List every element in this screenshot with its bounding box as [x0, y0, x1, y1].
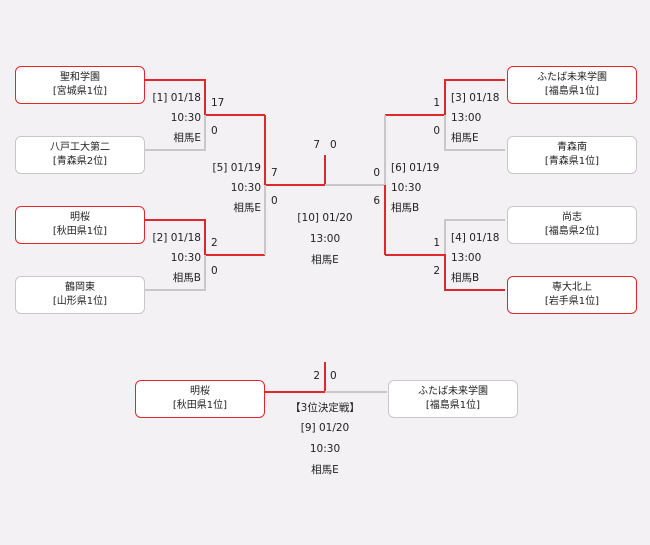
m2-time: 10:30	[170, 252, 201, 264]
team-name: 専大北上	[552, 282, 592, 293]
m10-venue: 相馬E	[311, 254, 339, 266]
team-box-seiwa[interactable]: 聖和学園 [宮城県1位]	[15, 66, 145, 104]
team-name: 八戸工大第二	[50, 142, 110, 153]
team-prefecture: [福島県1位]	[544, 86, 600, 97]
line-m2-winner	[145, 219, 265, 256]
m6-score-top: 0	[373, 167, 380, 179]
m6-label: [6] 01/19	[391, 162, 440, 174]
m9-label: [9] 01/20	[300, 422, 350, 434]
m1-label: [1] 01/18	[152, 92, 201, 104]
team-name: 尚志	[562, 212, 582, 223]
team-box-tsuruoka[interactable]: 鶴岡東 [山形県1位]	[15, 276, 145, 314]
m4-time: 13:00	[451, 252, 482, 264]
m9-title: 【3位決定戦】	[290, 402, 360, 414]
m4-score-top: 1	[433, 237, 440, 249]
m2-venue: 相馬B	[172, 272, 201, 284]
m10-score-left: 7	[313, 139, 320, 151]
team-box-aomoriminami[interactable]: 青森南 [青森県1位]	[507, 136, 637, 174]
team-prefecture: [秋田県1位]	[52, 226, 108, 237]
line-m1-winner	[145, 79, 265, 116]
line-m2-loser	[145, 255, 206, 291]
team-name: 青森南	[557, 142, 587, 153]
team-box-third-meiou[interactable]: 明桜 [秋田県1位]	[135, 380, 265, 418]
m1-venue: 相馬E	[173, 132, 201, 144]
m2-score-top: 2	[211, 237, 218, 249]
m3-score-top: 1	[433, 97, 440, 109]
m5-venue: 相馬E	[233, 202, 261, 214]
team-prefecture: [宮城県1位]	[52, 86, 108, 97]
m1-score-top: 17	[211, 97, 225, 109]
team-box-futaba[interactable]: ふたば未来学園 [福島県1位]	[507, 66, 637, 104]
team-name: 明桜	[70, 212, 90, 223]
m5-time: 10:30	[230, 182, 261, 194]
m2-label: [2] 01/18	[152, 232, 201, 244]
m9-venue: 相馬E	[311, 464, 339, 476]
m5-score-top: 7	[271, 167, 278, 179]
m2-score-bottom: 0	[211, 265, 218, 277]
m10-label: [10] 01/20	[297, 212, 353, 224]
m9-score-right: 0	[330, 370, 337, 382]
m10-time: 13:00	[309, 233, 341, 245]
team-box-third-futaba[interactable]: ふたば未来学園 [福島県1位]	[388, 380, 518, 418]
m1-score-bottom: 0	[211, 125, 218, 137]
team-name: 鶴岡東	[65, 282, 95, 293]
line-m3-winner	[385, 79, 505, 116]
m3-label: [3] 01/18	[451, 92, 500, 104]
m10-score-right: 0	[330, 139, 337, 151]
m4-score-bottom: 2	[433, 265, 440, 277]
m3-venue: 相馬E	[451, 132, 479, 144]
team-prefecture: [山形県1位]	[52, 296, 108, 307]
team-box-shoshi[interactable]: 尚志 [福島県2位]	[507, 206, 637, 244]
m6-venue: 相馬B	[391, 202, 420, 214]
team-prefecture: [福島県2位]	[544, 226, 600, 237]
m4-label: [4] 01/18	[451, 232, 500, 244]
m3-time: 13:00	[451, 112, 482, 124]
team-prefecture: [秋田県1位]	[172, 400, 228, 411]
team-name: 明桜	[190, 386, 210, 397]
line-m4-winner	[385, 254, 505, 291]
m6-time: 10:30	[391, 182, 422, 194]
team-name: ふたば未来学園	[418, 386, 488, 397]
m9-score-left: 2	[313, 370, 320, 382]
m1-time: 10:30	[170, 112, 201, 124]
team-name: 聖和学園	[60, 72, 100, 83]
team-prefecture: [福島県1位]	[425, 400, 481, 411]
line-m4-loser	[444, 219, 505, 255]
line-m1-loser	[145, 115, 206, 151]
m5-score-bottom: 0	[271, 195, 278, 207]
team-prefecture: [岩手県1位]	[544, 296, 600, 307]
team-name: ふたば未来学園	[537, 72, 607, 83]
m4-venue: 相馬B	[451, 272, 480, 284]
team-prefecture: [青森県2位]	[52, 156, 108, 167]
m6-score-bottom: 6	[373, 195, 380, 207]
m9-time: 10:30	[309, 443, 341, 455]
team-prefecture: [青森県1位]	[544, 156, 600, 167]
line-m3-loser	[444, 115, 505, 151]
team-box-hachinohe[interactable]: 八戸工大第二 [青森県2位]	[15, 136, 145, 174]
team-box-sendai-kitakami[interactable]: 専大北上 [岩手県1位]	[507, 276, 637, 314]
team-box-meiou[interactable]: 明桜 [秋田県1位]	[15, 206, 145, 244]
m5-label: [5] 01/19	[212, 162, 261, 174]
m3-score-bottom: 0	[433, 125, 440, 137]
